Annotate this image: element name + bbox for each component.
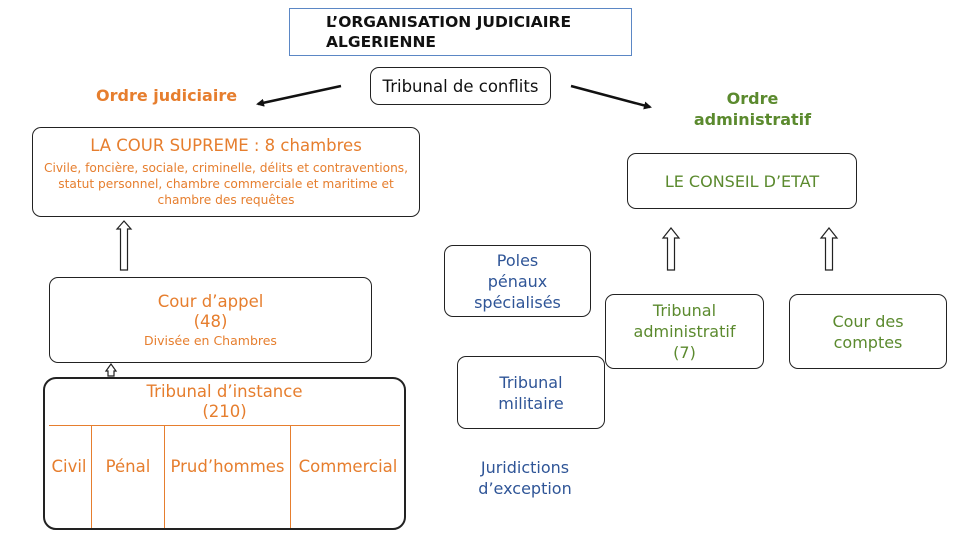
tribunal-conflits-box: Tribunal de conflits [370,67,551,105]
section-penal: Pénal [105,457,151,476]
section-prudhommes: Prud’hommes [170,457,285,476]
cour-supreme-title: LA COUR SUPREME : 8 chambres [90,136,362,155]
section-civil: Civil [51,457,87,476]
tribunal-instance-count: (210) [202,402,247,421]
tribunal-administratif-label: Tribunal administratif (7) [633,301,736,362]
ordre-judiciaire-label: Ordre judiciaire [96,86,238,105]
tribunal-administratif-box: Tribunal administratif (7) [605,294,764,369]
cour-appel-count: (48) [193,311,228,331]
section-divider [91,426,92,528]
cour-comptes-box: Cour des comptes [789,294,947,369]
title-box [289,8,632,56]
poles-penaux-box: Poles pénaux spécialisés [444,245,591,317]
up-arrow-icon [819,227,839,271]
cour-comptes-label: Cour des comptes [832,311,904,352]
tribunal-instance-box: Tribunal d’instance (210) Civil Pénal Pr… [43,377,406,530]
arrow-to-ordre-judiciaire [256,84,342,107]
page-title: L’ORGANISATION JUDICIAIRE ALGERIENNE [326,13,572,51]
tribunal-instance-header: Tribunal d’instance (210) [45,379,404,425]
up-arrow-icon [104,362,118,377]
tribunal-instance-divider [49,425,400,426]
tribunal-instance-title: Tribunal d’instance [146,382,303,401]
cour-appel-box: Cour d’appel (48) Divisée en Chambres [49,277,372,363]
section-divider [164,426,165,528]
tribunal-militaire-box: Tribunal militaire [457,356,605,429]
section-divider [290,426,291,528]
cour-supreme-box: LA COUR SUPREME : 8 chambres Civile, fon… [32,127,420,217]
cour-appel-title: Cour d’appel [157,291,264,311]
cour-appel-detail: Divisée en Chambres [144,332,277,348]
conseil-etat-box: LE CONSEIL D’ETAT [627,153,857,209]
up-arrow-icon [661,227,681,271]
juridictions-exception-label: Juridictions d’exception [478,458,572,498]
conseil-etat-label: LE CONSEIL D’ETAT [664,171,820,191]
tribunal-militaire-label: Tribunal militaire [498,372,564,413]
up-arrow-icon [115,220,133,271]
section-commercial: Commercial [298,457,398,476]
poles-penaux-label: Poles pénaux spécialisés [474,250,561,312]
cour-supreme-detail: Civile, foncière, sociale, criminelle, d… [43,161,409,207]
tribunal-conflits-label: Tribunal de conflits [382,76,539,96]
ordre-administratif-label: Ordre administratif [693,89,812,129]
arrow-to-ordre-administratif [570,84,652,110]
